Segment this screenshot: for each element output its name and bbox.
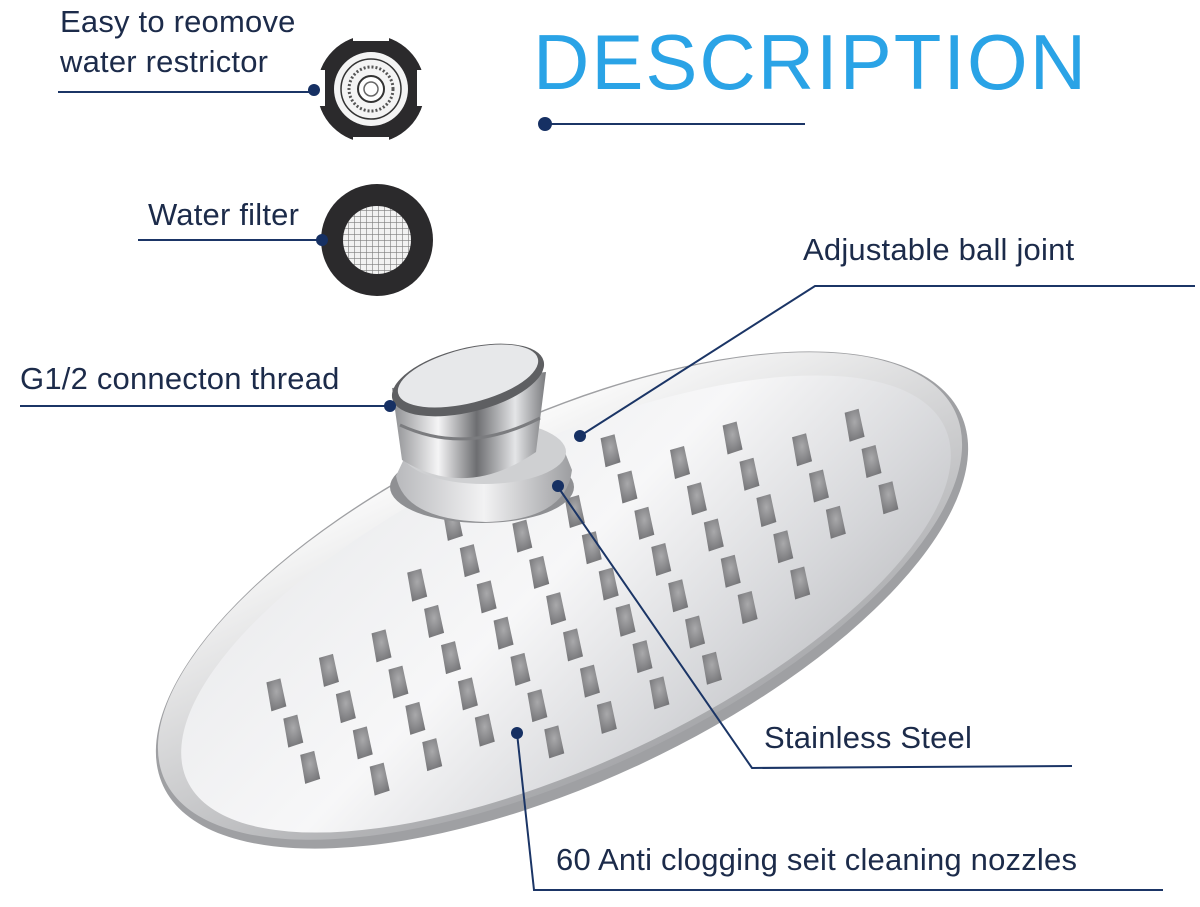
nozzle: [598, 567, 619, 601]
nozzle: [756, 494, 777, 528]
nozzle: [600, 434, 621, 468]
nozzle: [773, 530, 794, 564]
nozzle: [739, 457, 760, 491]
nozzle: [825, 505, 846, 539]
nozzle: [300, 750, 321, 784]
nozzle: [649, 676, 670, 710]
stainless-steel-label: Stainless Steel: [764, 720, 973, 755]
nozzle: [527, 689, 548, 723]
page-title: DESCRIPTION: [533, 18, 1089, 106]
nozzle: [668, 579, 689, 613]
nozzle: [546, 592, 567, 626]
ball-joint-connector: [390, 343, 574, 523]
nozzle: [670, 446, 691, 480]
nozzle: [476, 580, 497, 614]
nozzle: [792, 433, 813, 467]
nozzle: [493, 616, 514, 650]
nozzle: [615, 603, 636, 637]
nozzle: [737, 591, 758, 625]
water-filter-label: Water filter: [148, 197, 300, 232]
nozzle: [617, 470, 638, 504]
nozzle: [352, 726, 373, 760]
nozzle: [790, 566, 811, 600]
nozzle: [440, 641, 461, 675]
nozzle: [544, 725, 565, 759]
nozzle: [651, 543, 672, 577]
nozzle: [457, 677, 478, 711]
nozzle: [563, 628, 584, 662]
nozzle: [878, 481, 899, 515]
nozzles-label: 60 Anti clogging seit cleaning nozzles: [556, 842, 1078, 877]
water-restrictor-icon: [311, 29, 431, 149]
nozzle: [283, 714, 304, 748]
leader-dots: [308, 84, 586, 739]
nozzle: [701, 651, 722, 685]
restrictor-label-line2: water restrictor: [60, 44, 269, 79]
ball-joint-label: Adjustable ball joint: [803, 232, 1075, 267]
nozzle: [808, 469, 829, 503]
thread-label: G1/2 connecton thread: [20, 361, 340, 396]
nozzle: [685, 615, 706, 649]
nozzle: [474, 713, 495, 747]
nozzle: [407, 568, 428, 602]
nozzle-grid: [266, 408, 899, 796]
nozzle: [405, 701, 426, 735]
shower-plate: [155, 351, 969, 849]
nozzle: [581, 531, 602, 565]
nozzle: [369, 762, 390, 796]
nozzle: [634, 506, 655, 540]
nozzle: [424, 604, 445, 638]
nozzle: [861, 445, 882, 479]
nozzle: [318, 653, 339, 687]
nozzle: [388, 665, 409, 699]
nozzle: [422, 738, 443, 772]
nozzle: [335, 690, 356, 724]
leader-lines: [20, 91, 1195, 891]
nozzle: [703, 518, 724, 552]
nozzle: [459, 544, 480, 578]
nozzle: [596, 700, 617, 734]
nozzle: [720, 554, 741, 588]
nozzle: [510, 652, 531, 686]
nozzle: [632, 640, 653, 674]
restrictor-label-line1: Easy to reomove: [60, 4, 296, 39]
nozzle: [722, 421, 743, 455]
nozzle: [579, 664, 600, 698]
nozzle: [844, 408, 865, 442]
nozzle: [371, 629, 392, 663]
nozzle: [529, 555, 550, 589]
nozzle: [686, 482, 707, 516]
nozzle: [512, 519, 533, 553]
nozzle: [266, 678, 287, 712]
mesh-filter-icon: [321, 184, 433, 296]
